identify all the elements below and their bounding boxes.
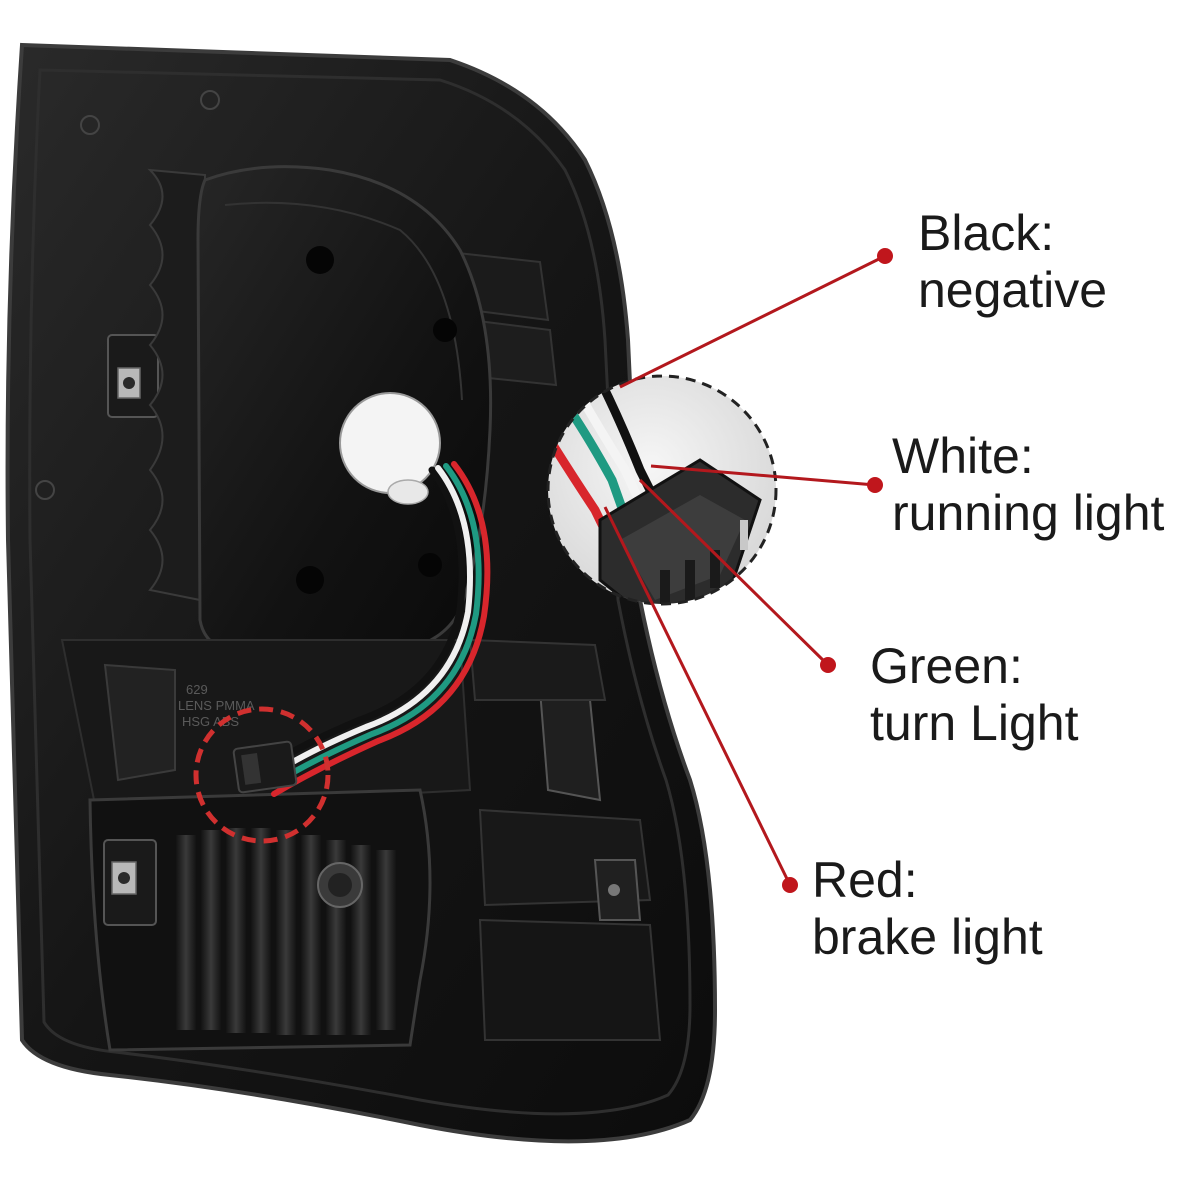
wire-white (263, 465, 473, 781)
callout-white: White: running light (892, 428, 1165, 541)
callout-black: Black: negative (918, 205, 1107, 318)
lamp-bucket (196, 165, 493, 654)
callout-labels: Black: negative White: running light Gre… (812, 205, 1165, 965)
reflector-panel (103, 663, 176, 782)
harness-connector (232, 740, 298, 794)
mounting-hole (433, 318, 457, 342)
bulb-socket (339, 392, 441, 505)
wire-black (258, 466, 466, 774)
wire-green (267, 463, 482, 789)
ribbed-reflector (175, 828, 397, 1035)
callout-separator: : (904, 852, 918, 908)
callout-lines (603, 254, 886, 886)
molded-text-line: LENS PMMA (178, 698, 255, 713)
callout-line-red (603, 506, 792, 886)
housing-rim (28, 68, 692, 1116)
zoom-inset-border (546, 374, 778, 606)
mounting-hole (296, 566, 324, 594)
callout-red: Red: brake light (812, 852, 1043, 965)
callout-color-label: Red (812, 852, 904, 908)
wire-red (271, 461, 491, 797)
callout-dot-white (867, 477, 883, 493)
callout-line-black (619, 254, 886, 389)
tail-light-housing: 629 LENS PMMA HSG ABS (5, 42, 718, 1144)
callout-color-label: Green (870, 638, 1009, 694)
connector-zoom-inset (546, 374, 778, 606)
molded-text-line: 629 (186, 682, 208, 697)
ridge-panel (468, 638, 607, 701)
callout-dot-black (877, 248, 893, 264)
callout-function-label: brake light (812, 909, 1043, 965)
callout-function-label: turn Light (870, 695, 1079, 751)
mounting-hole (418, 553, 442, 577)
reflector-panel (538, 688, 602, 802)
ridge-panel (478, 918, 662, 1041)
callout-separator: : (1009, 638, 1023, 694)
callout-function-label: running light (892, 485, 1165, 541)
callout-dot-red (782, 877, 798, 893)
connector-highlight-circle (193, 706, 331, 844)
callout-separator: : (1040, 205, 1054, 261)
wire-harness (258, 461, 491, 797)
callout-green: Green: turn Light (870, 638, 1079, 751)
molded-text-line: HSG ABS (182, 714, 239, 729)
callout-function-label: negative (918, 262, 1107, 318)
callout-dot-green (820, 657, 836, 673)
callout-color-label: Black (918, 205, 1041, 261)
callout-line-white (650, 464, 876, 487)
callout-dots (782, 248, 893, 893)
callout-line-green (638, 478, 830, 667)
callout-separator: : (1020, 428, 1034, 484)
zoom-wire-green (566, 407, 633, 527)
callout-color-label: White (892, 428, 1020, 484)
mounting-hole (306, 246, 334, 274)
scalloped-edge (147, 168, 207, 602)
zoom-wire-red (549, 442, 617, 547)
